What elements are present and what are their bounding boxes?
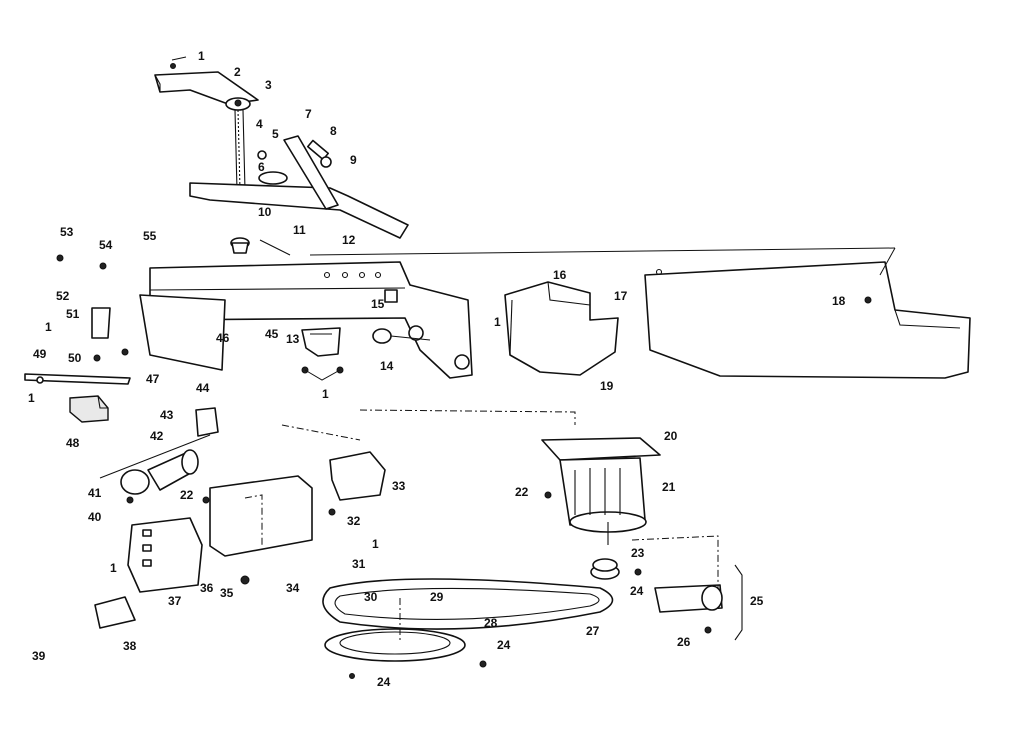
spring-lever-49 xyxy=(24,373,131,385)
main-chassis-frame xyxy=(139,261,473,379)
threaded-rod xyxy=(234,109,246,191)
callout-36: 36 xyxy=(200,581,214,595)
callout-4: 4 xyxy=(256,117,263,131)
callout-1-3: 1 xyxy=(28,391,35,405)
callout-7: 7 xyxy=(305,107,312,121)
callout-1: 1 xyxy=(198,49,205,63)
callout-3: 3 xyxy=(265,78,272,92)
callout-42: 42 xyxy=(150,429,164,443)
callout-55: 55 xyxy=(143,229,157,243)
light-socket-43 xyxy=(195,407,219,437)
callout-24: 24 xyxy=(630,584,644,598)
callout-50: 50 xyxy=(68,351,82,365)
limit-switch-48 xyxy=(69,395,109,423)
callout-47: 47 xyxy=(146,372,160,386)
callout-41: 41 xyxy=(88,486,102,500)
callout-48: 48 xyxy=(66,436,80,450)
callout-1-2: 1 xyxy=(45,320,52,334)
motor-pulley-23 xyxy=(590,558,620,580)
callout-6: 6 xyxy=(258,160,265,174)
callout-1-6: 1 xyxy=(110,561,117,575)
top-mounting-bracket xyxy=(154,56,259,111)
circuit-board-37 xyxy=(127,517,203,593)
capacitor-41-42 xyxy=(120,449,199,495)
callout-54: 54 xyxy=(99,238,113,252)
callout-32: 32 xyxy=(347,514,361,528)
callout-14: 14 xyxy=(380,359,394,373)
callout-1-4: 1 xyxy=(322,387,329,401)
callout-24-2: 24 xyxy=(497,638,511,652)
callout-44: 44 xyxy=(196,381,210,395)
callout-2: 2 xyxy=(234,65,241,79)
switch-bracket-51 xyxy=(91,307,111,339)
drive-motor-21 xyxy=(559,457,647,545)
callout-18: 18 xyxy=(832,294,846,308)
callout-28: 28 xyxy=(484,616,498,630)
callout-19: 19 xyxy=(600,379,614,393)
callout-24-3: 24 xyxy=(377,675,391,689)
callout-27: 27 xyxy=(586,624,600,638)
rail-section-16 xyxy=(504,281,619,376)
callout-37: 37 xyxy=(168,594,182,608)
callout-33: 33 xyxy=(392,479,406,493)
callout-10: 10 xyxy=(258,205,272,219)
callout-51: 51 xyxy=(66,307,80,321)
callout-8: 8 xyxy=(330,124,337,138)
callout-30: 30 xyxy=(364,590,378,604)
callout-25: 25 xyxy=(750,594,764,608)
callout-38: 38 xyxy=(123,639,137,653)
bolt-11 xyxy=(259,239,291,256)
callout-22: 22 xyxy=(515,485,529,499)
grommet-10 xyxy=(230,237,250,254)
callout-40: 40 xyxy=(88,510,102,524)
callout-1-7: 1 xyxy=(372,537,379,551)
motor-bracket-20 xyxy=(541,437,661,461)
callout-5: 5 xyxy=(272,127,279,141)
callout-1-5: 1 xyxy=(494,315,501,329)
terminal-block-38 xyxy=(94,596,136,629)
trolley-carriage xyxy=(189,135,409,239)
callout-43: 43 xyxy=(160,408,174,422)
callout-46: 46 xyxy=(216,331,230,345)
idler-bracket-25 xyxy=(654,584,723,613)
callout-34: 34 xyxy=(286,581,300,595)
callout-21: 21 xyxy=(662,480,676,494)
callout-15: 15 xyxy=(371,297,385,311)
callout-13: 13 xyxy=(286,332,300,346)
callout-53: 53 xyxy=(60,225,74,239)
callout-52: 52 xyxy=(56,289,70,303)
callout-45: 45 xyxy=(265,327,279,341)
large-pulley-28 xyxy=(324,598,466,662)
callout-11: 11 xyxy=(293,223,306,237)
callout-49: 49 xyxy=(33,347,47,361)
callout-12: 12 xyxy=(342,233,356,247)
bushing-14 xyxy=(372,328,431,344)
callout-26: 26 xyxy=(677,635,691,649)
callout-9: 9 xyxy=(350,153,357,167)
callout-23: 23 xyxy=(631,546,645,560)
relay-bracket-33 xyxy=(329,451,386,501)
callout-29: 29 xyxy=(430,590,444,604)
drive-belt-27 xyxy=(322,578,614,630)
callout-20: 20 xyxy=(664,429,678,443)
callout-31: 31 xyxy=(352,557,366,571)
rail-section-17 xyxy=(644,261,971,379)
callout-16: 16 xyxy=(553,268,567,282)
callout-17: 17 xyxy=(614,289,628,303)
callout-22-2: 22 xyxy=(180,488,194,502)
motor-mount-plate-34 xyxy=(209,475,313,557)
callout-39: 39 xyxy=(32,649,46,663)
callout-35: 35 xyxy=(220,586,234,600)
drive-bracket-13 xyxy=(301,327,341,357)
